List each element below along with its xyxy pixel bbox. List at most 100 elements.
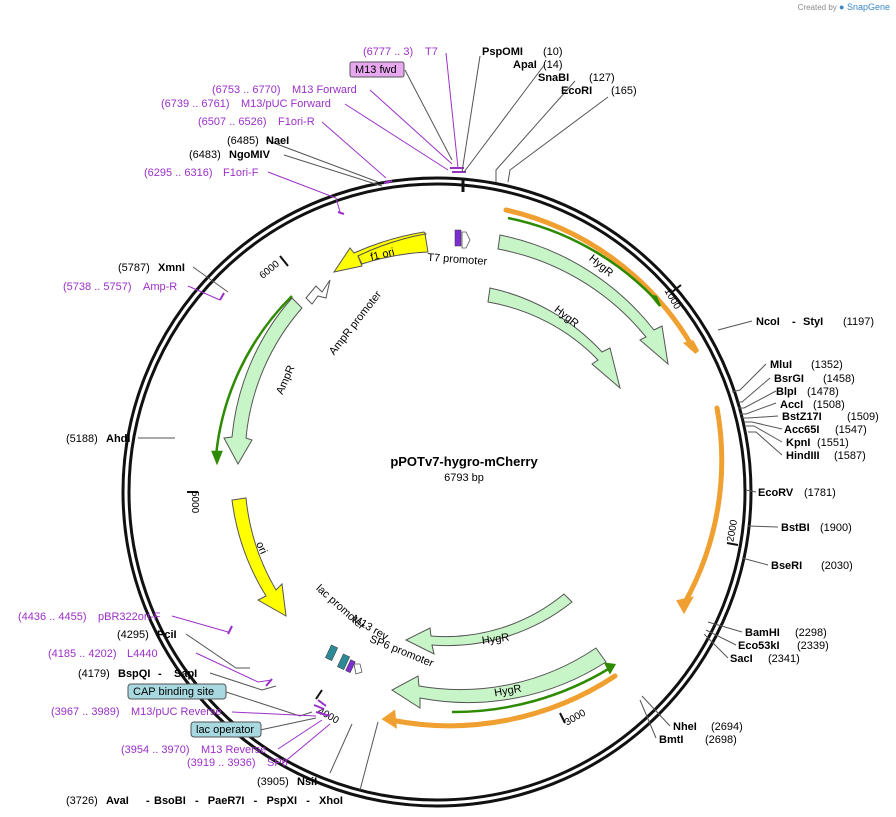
hygr-arrow-2 bbox=[487, 287, 621, 390]
lacop-box bbox=[190, 721, 262, 738]
orange-feature-arcs bbox=[381, 207, 725, 729]
credit-prefix: Created by bbox=[797, 3, 837, 12]
primer-range: (6753 .. 6770) bbox=[212, 84, 281, 96]
lac-region-features bbox=[325, 644, 363, 675]
enzyme-name: EcoRI bbox=[561, 85, 592, 97]
enzyme-name: EcoRV bbox=[758, 487, 794, 499]
hygr-label-3: HygR bbox=[481, 631, 510, 647]
enzyme-name: Eco53kI bbox=[738, 640, 780, 652]
primer-name: F1ori-F bbox=[223, 167, 259, 179]
enzyme-pos: (2694) bbox=[711, 721, 743, 733]
enzyme-extra: - bbox=[146, 795, 150, 807]
leader-lines-left bbox=[138, 266, 379, 791]
ampr-label: AmpR bbox=[274, 364, 297, 397]
ori-arrow bbox=[231, 497, 287, 617]
enzyme-pos: (1478) bbox=[807, 386, 839, 398]
snapgene-logo: ● SnapGene bbox=[839, 2, 890, 12]
enzyme-name: XmnI bbox=[158, 262, 185, 274]
enzyme-name: BstBI bbox=[781, 522, 810, 534]
enzyme-extra: StyI bbox=[803, 316, 823, 328]
cap-box bbox=[127, 683, 227, 700]
ampr-arrow bbox=[223, 297, 303, 466]
primer-name: M13 Reverse bbox=[201, 744, 266, 756]
enzyme-name: NsiI bbox=[297, 776, 317, 788]
primer-marks bbox=[219, 167, 466, 717]
enzyme-name: BlpI bbox=[776, 386, 797, 398]
plasmid-size: 6793 bp bbox=[444, 472, 484, 484]
enzyme-pos: (1587) bbox=[834, 450, 866, 462]
primer-range: (6295 .. 6316) bbox=[144, 167, 213, 179]
enzyme-name: NaeI bbox=[266, 135, 289, 147]
hygr-arrow-1 bbox=[497, 234, 669, 366]
primer-name: M13/pUC Reverse bbox=[131, 706, 221, 718]
enzyme-pos: (3905) bbox=[257, 776, 289, 788]
orange-arrowhead-top bbox=[682, 340, 700, 354]
primer-range: (4185 .. 4202) bbox=[48, 648, 117, 660]
enzyme-pos: (5787) bbox=[118, 262, 150, 274]
lacop-label: lac operator bbox=[196, 724, 254, 736]
enzyme-pos: (1900) bbox=[820, 522, 852, 534]
orange-arc-top bbox=[503, 207, 695, 349]
enzyme-name: ApaI bbox=[513, 59, 537, 71]
enzyme-pos: (2339) bbox=[797, 640, 829, 652]
enzyme-pos: (3726) bbox=[66, 795, 98, 807]
enzyme-pos: (14) bbox=[543, 59, 563, 71]
enzyme-pos: (1352) bbox=[811, 359, 843, 371]
enzyme-name: AhdI bbox=[106, 433, 130, 445]
orange-arc-right bbox=[681, 405, 725, 607]
m13fwd-box bbox=[349, 61, 405, 78]
f1-ori-label: f1 ori bbox=[369, 246, 396, 264]
enzyme-name: BstZ17I bbox=[782, 411, 822, 423]
enzyme-pos: (1551) bbox=[817, 437, 849, 449]
m13fwd-label: M13 fwd bbox=[355, 64, 397, 76]
orange-arrowhead-right bbox=[676, 596, 694, 615]
enzyme-extra-sep: - bbox=[158, 668, 162, 680]
primer-name: M13/pUC Forward bbox=[241, 98, 331, 110]
primer-name: Amp-R bbox=[143, 281, 177, 293]
tick-3000: 3000 bbox=[563, 707, 588, 728]
enzyme-name: PspOMI bbox=[482, 46, 523, 58]
enzyme-pos: (1197) bbox=[843, 316, 874, 328]
enzyme-name: HindIII bbox=[786, 450, 820, 462]
cap-label: CAP binding site bbox=[133, 686, 214, 698]
enzyme-pos: (2698) bbox=[705, 734, 737, 746]
enzyme-extra-sep: - bbox=[792, 316, 796, 328]
enzyme-pos: (10) bbox=[543, 46, 563, 58]
primer-name: L4440 bbox=[127, 648, 158, 660]
primer-range: (3954 .. 3970) bbox=[121, 744, 190, 756]
tick-6000: 6000 bbox=[258, 258, 282, 281]
enzyme-name: BseRI bbox=[771, 560, 802, 572]
enzyme-pos: (6485) bbox=[227, 135, 259, 147]
enzyme-pos: (1458) bbox=[823, 373, 855, 385]
m13rev-box bbox=[345, 659, 356, 674]
tick-marks bbox=[187, 255, 739, 724]
sp6-promoter-mark bbox=[353, 663, 363, 675]
primer-name: F1ori-R bbox=[278, 116, 315, 128]
enzyme-name: BsrGI bbox=[774, 373, 804, 385]
enzymes-left: (6485) NaeI (6483) NgoMIV (5787) XmnI (5… bbox=[66, 135, 343, 807]
primer-range: (3967 .. 3989) bbox=[51, 706, 120, 718]
hygr-arrow-4 bbox=[391, 647, 607, 709]
credit-brand: SnapGene bbox=[846, 2, 890, 12]
t7-promoter-label: T7 promoter bbox=[427, 252, 488, 268]
hygr-label-4: HygR bbox=[493, 683, 522, 700]
enzyme-pos: (1508) bbox=[813, 399, 845, 411]
enzyme-extra-list: BsoBI - PaeR7I - PspXI - XhoI bbox=[154, 795, 343, 807]
boxed-labels: M13 fwd CAP binding site lac operator bbox=[127, 61, 405, 738]
primer-name: SP6 bbox=[267, 757, 288, 769]
plasmid-name: pPOTv7-hygro-mCherry bbox=[390, 454, 538, 469]
enzyme-pos: (4179) bbox=[78, 668, 110, 680]
ampr-promoter-label: AmpR promoter bbox=[327, 289, 384, 358]
enzyme-pos: (1781) bbox=[804, 487, 836, 499]
primer-range: (6507 .. 6526) bbox=[198, 116, 267, 128]
enzyme-pos: (1509) bbox=[847, 411, 879, 423]
enzyme-name: NgoMIV bbox=[229, 149, 271, 161]
ori-label: ori bbox=[253, 540, 269, 556]
enzymes-top: PspOMI (10) ApaI (14) SnaBI (127) EcoRI … bbox=[482, 46, 637, 97]
enzyme-name: AccI bbox=[780, 399, 803, 411]
enzyme-pos: (2341) bbox=[768, 653, 800, 665]
cap-site-box bbox=[337, 653, 351, 670]
leader-lines-right bbox=[639, 320, 783, 739]
primer-name: T7 bbox=[425, 46, 438, 58]
